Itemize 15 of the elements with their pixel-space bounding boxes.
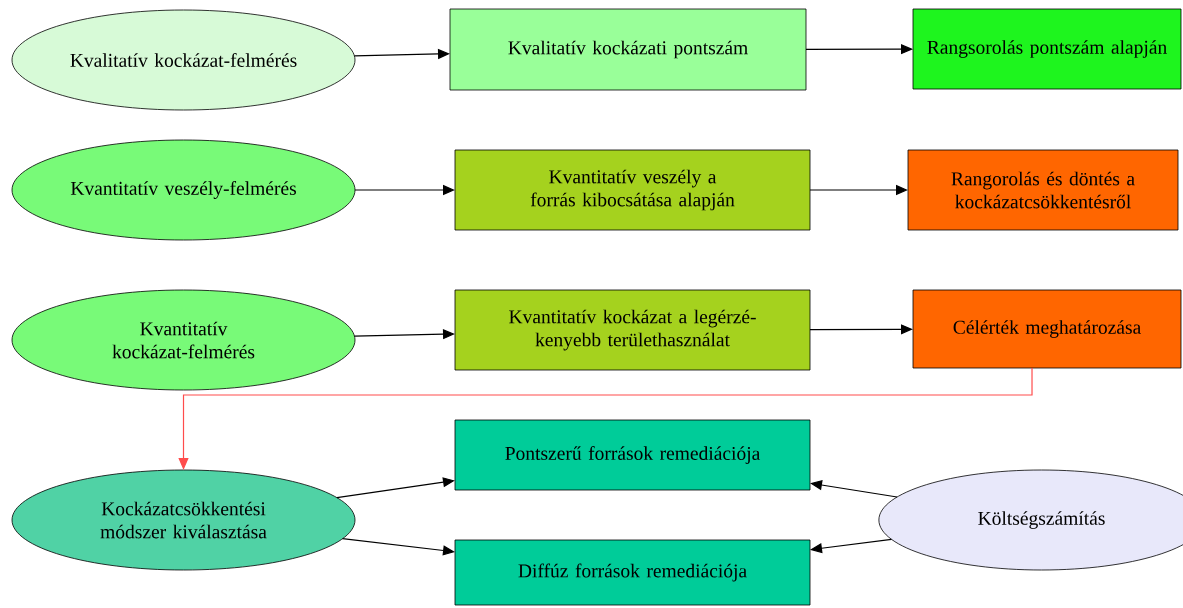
process-box: Kvantitatív veszély a forrás kibocsátása alapján	[454, 149, 811, 231]
process-box: Rangsorolás pontszám alapján	[912, 8, 1182, 90]
arrow	[353, 329, 455, 340]
arrow	[336, 477, 455, 499]
arrow	[178, 367, 1033, 470]
arrow	[341, 538, 455, 556]
process-box: Rangorolás és döntés a kockázatcsökkentésről	[907, 149, 1179, 231]
process-box: Diffúz források remediációja	[454, 539, 811, 606]
arrow	[805, 44, 913, 55]
process-box: Kvantitatív kockázat a legérzé-kenyebb területhasználat	[454, 289, 811, 371]
process-box: Pontszerű források remediációja	[454, 419, 811, 491]
process-box: Célérték meghatározása	[912, 289, 1182, 369]
arrow	[809, 324, 913, 335]
process-box: Kvalitatív kockázati pontszám	[449, 8, 807, 91]
arrow	[810, 538, 893, 554]
